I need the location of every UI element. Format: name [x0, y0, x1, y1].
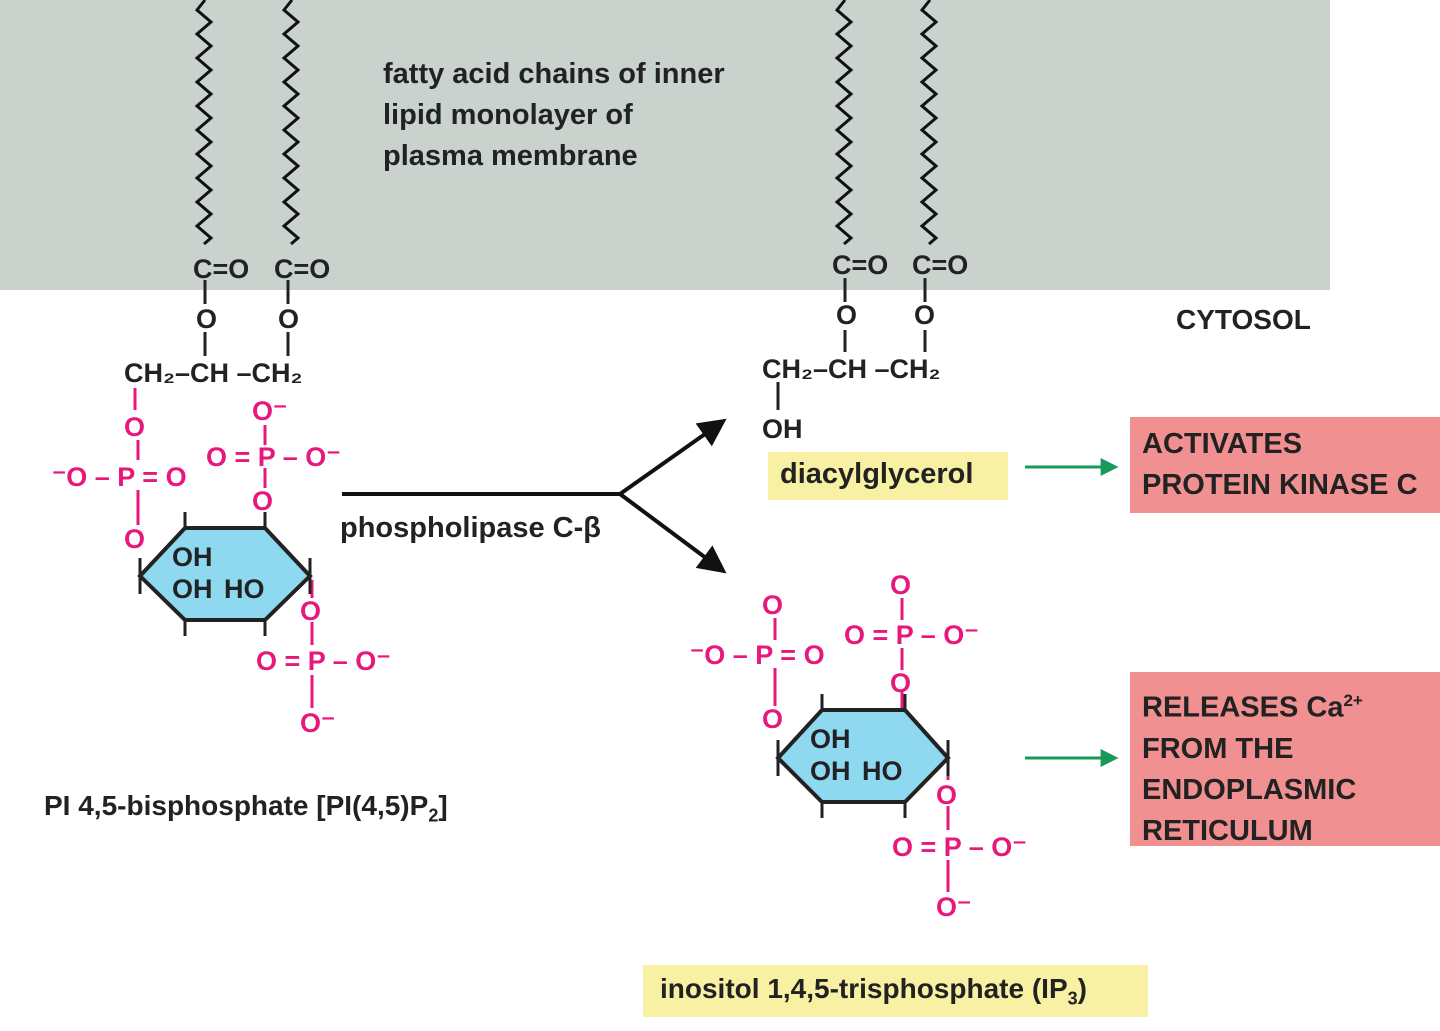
fatty-acid-chain [281, 0, 301, 246]
oxygen-label: O [278, 304, 299, 334]
phosphate-group: O = P – O⁻ [892, 832, 1027, 862]
reactant-name: PI 4,5-bisphosphate [PI(4,5)P2] [44, 790, 448, 827]
oxygen-label: O [762, 590, 783, 620]
arrow-to-dag [618, 418, 727, 496]
ring-hydroxyl: HO [862, 756, 903, 786]
ip3-effect-line: RETICULUM [1142, 814, 1313, 847]
enzyme-label: phospholipase C-β [340, 512, 601, 544]
reactant-name-prefix: PI 4,5-bisphosphate [PI(4,5)P [44, 790, 429, 821]
hydroxyl-label: OH [762, 414, 803, 444]
dag-effect-line: ACTIVATES [1142, 428, 1303, 460]
effect-arrows [1025, 458, 1119, 767]
dag-highlight [768, 452, 1008, 500]
ip3-effect-line: ENDOPLASMIC [1142, 773, 1357, 806]
inositol-ring-ip3 [775, 694, 951, 818]
oxygen-label: O [914, 300, 935, 330]
ip3-effect-line: FROM THE [1142, 732, 1294, 765]
oxygen-label: O [252, 486, 273, 516]
ring-hydroxyl: OH [810, 724, 851, 754]
ester-label: C=O [832, 250, 888, 280]
plasma-membrane-region [0, 0, 1330, 290]
ester-label: C=O [912, 250, 968, 280]
glycerol-backbone: CH₂–CH –CH₂ [124, 358, 303, 388]
oxygen-label: O [196, 304, 217, 334]
ring-hydroxyl: OH [172, 574, 213, 604]
black-bonds [203, 278, 927, 410]
dag-effect-line: PROTEIN KINASE C [1142, 469, 1418, 501]
phosphate-group: O = P – O⁻ [256, 646, 391, 676]
ester-label: C=O [193, 254, 249, 284]
phosphate-group: O = P – O⁻ [206, 442, 341, 472]
dag-effect-box [1130, 417, 1440, 513]
phosphate-group: ⁻O – P = O [690, 640, 825, 670]
o-neg-label: O⁻ [936, 892, 971, 922]
o-neg-label: O⁻ [300, 708, 335, 738]
fatty-acid-chain [919, 0, 939, 246]
reaction-arrows [342, 418, 727, 574]
black-atoms: C=O C=O O O CH₂–CH –CH₂ C=O C=O O O CH₂–… [124, 250, 968, 786]
membrane-caption: fatty acid chains of inner lipid monolay… [383, 54, 725, 177]
ip3-effect-text: RELEASES Ca2+ FROM THE ENDOPLASMIC RETIC… [1142, 680, 1363, 852]
phosphate-atoms: O ⁻O – P = O O O⁻ O = P – O⁻ O O O = P –… [52, 396, 1027, 922]
cytosol-label: CYTOSOL [1176, 304, 1311, 335]
ring-hydroxyl: OH [810, 756, 851, 786]
fatty-acid-chains [194, 0, 939, 246]
reactant-name-suffix: ] [438, 790, 448, 821]
ip3-highlight [643, 965, 1148, 1017]
ring-hydroxyl: OH [172, 542, 213, 572]
oxygen-label: O [836, 300, 857, 330]
ester-label: C=O [274, 254, 330, 284]
ring-hydroxyl: HO [224, 574, 265, 604]
oxygen-label: O [300, 596, 321, 626]
dag-effect-text: ACTIVATES PROTEIN KINASE C [1142, 424, 1418, 506]
ip3-name-suffix: ) [1077, 973, 1087, 1004]
calcium-charge: 2+ [1343, 691, 1363, 710]
reactant-name-sub: 2 [428, 805, 439, 826]
inositol-ring-pip2 [137, 512, 313, 636]
oxygen-label: O [124, 412, 145, 442]
fatty-acid-chain [194, 0, 214, 246]
oxygen-label: O [762, 704, 783, 734]
arrow-to-ip3 [618, 492, 727, 574]
ip3-label: inositol 1,4,5-trisphosphate (IP3) [660, 973, 1087, 1010]
oxygen-label: O [890, 570, 911, 600]
membrane-caption-line: plasma membrane [383, 140, 638, 172]
ip3-name-sub: 3 [1067, 988, 1078, 1009]
ip3-effect-box [1130, 672, 1440, 846]
oxygen-label: O [936, 780, 957, 810]
o-neg-label: O⁻ [252, 396, 287, 426]
membrane-caption-line: fatty acid chains of inner [383, 58, 725, 90]
glycerol-backbone: CH₂–CH –CH₂ [762, 354, 941, 384]
ip3-effect-line: RELEASES Ca2+ [1142, 691, 1363, 724]
oxygen-label: O [890, 668, 911, 698]
dag-label: diacylglycerol [780, 458, 974, 490]
fatty-acid-chain [834, 0, 854, 246]
phosphate-group: O = P – O⁻ [844, 620, 979, 650]
membrane-caption-line: lipid monolayer of [383, 99, 633, 131]
oxygen-label: O [124, 524, 145, 554]
ip3-name-prefix: inositol 1,4,5-trisphosphate (IP [660, 973, 1068, 1004]
phosphate-group: ⁻O – P = O [52, 462, 187, 492]
